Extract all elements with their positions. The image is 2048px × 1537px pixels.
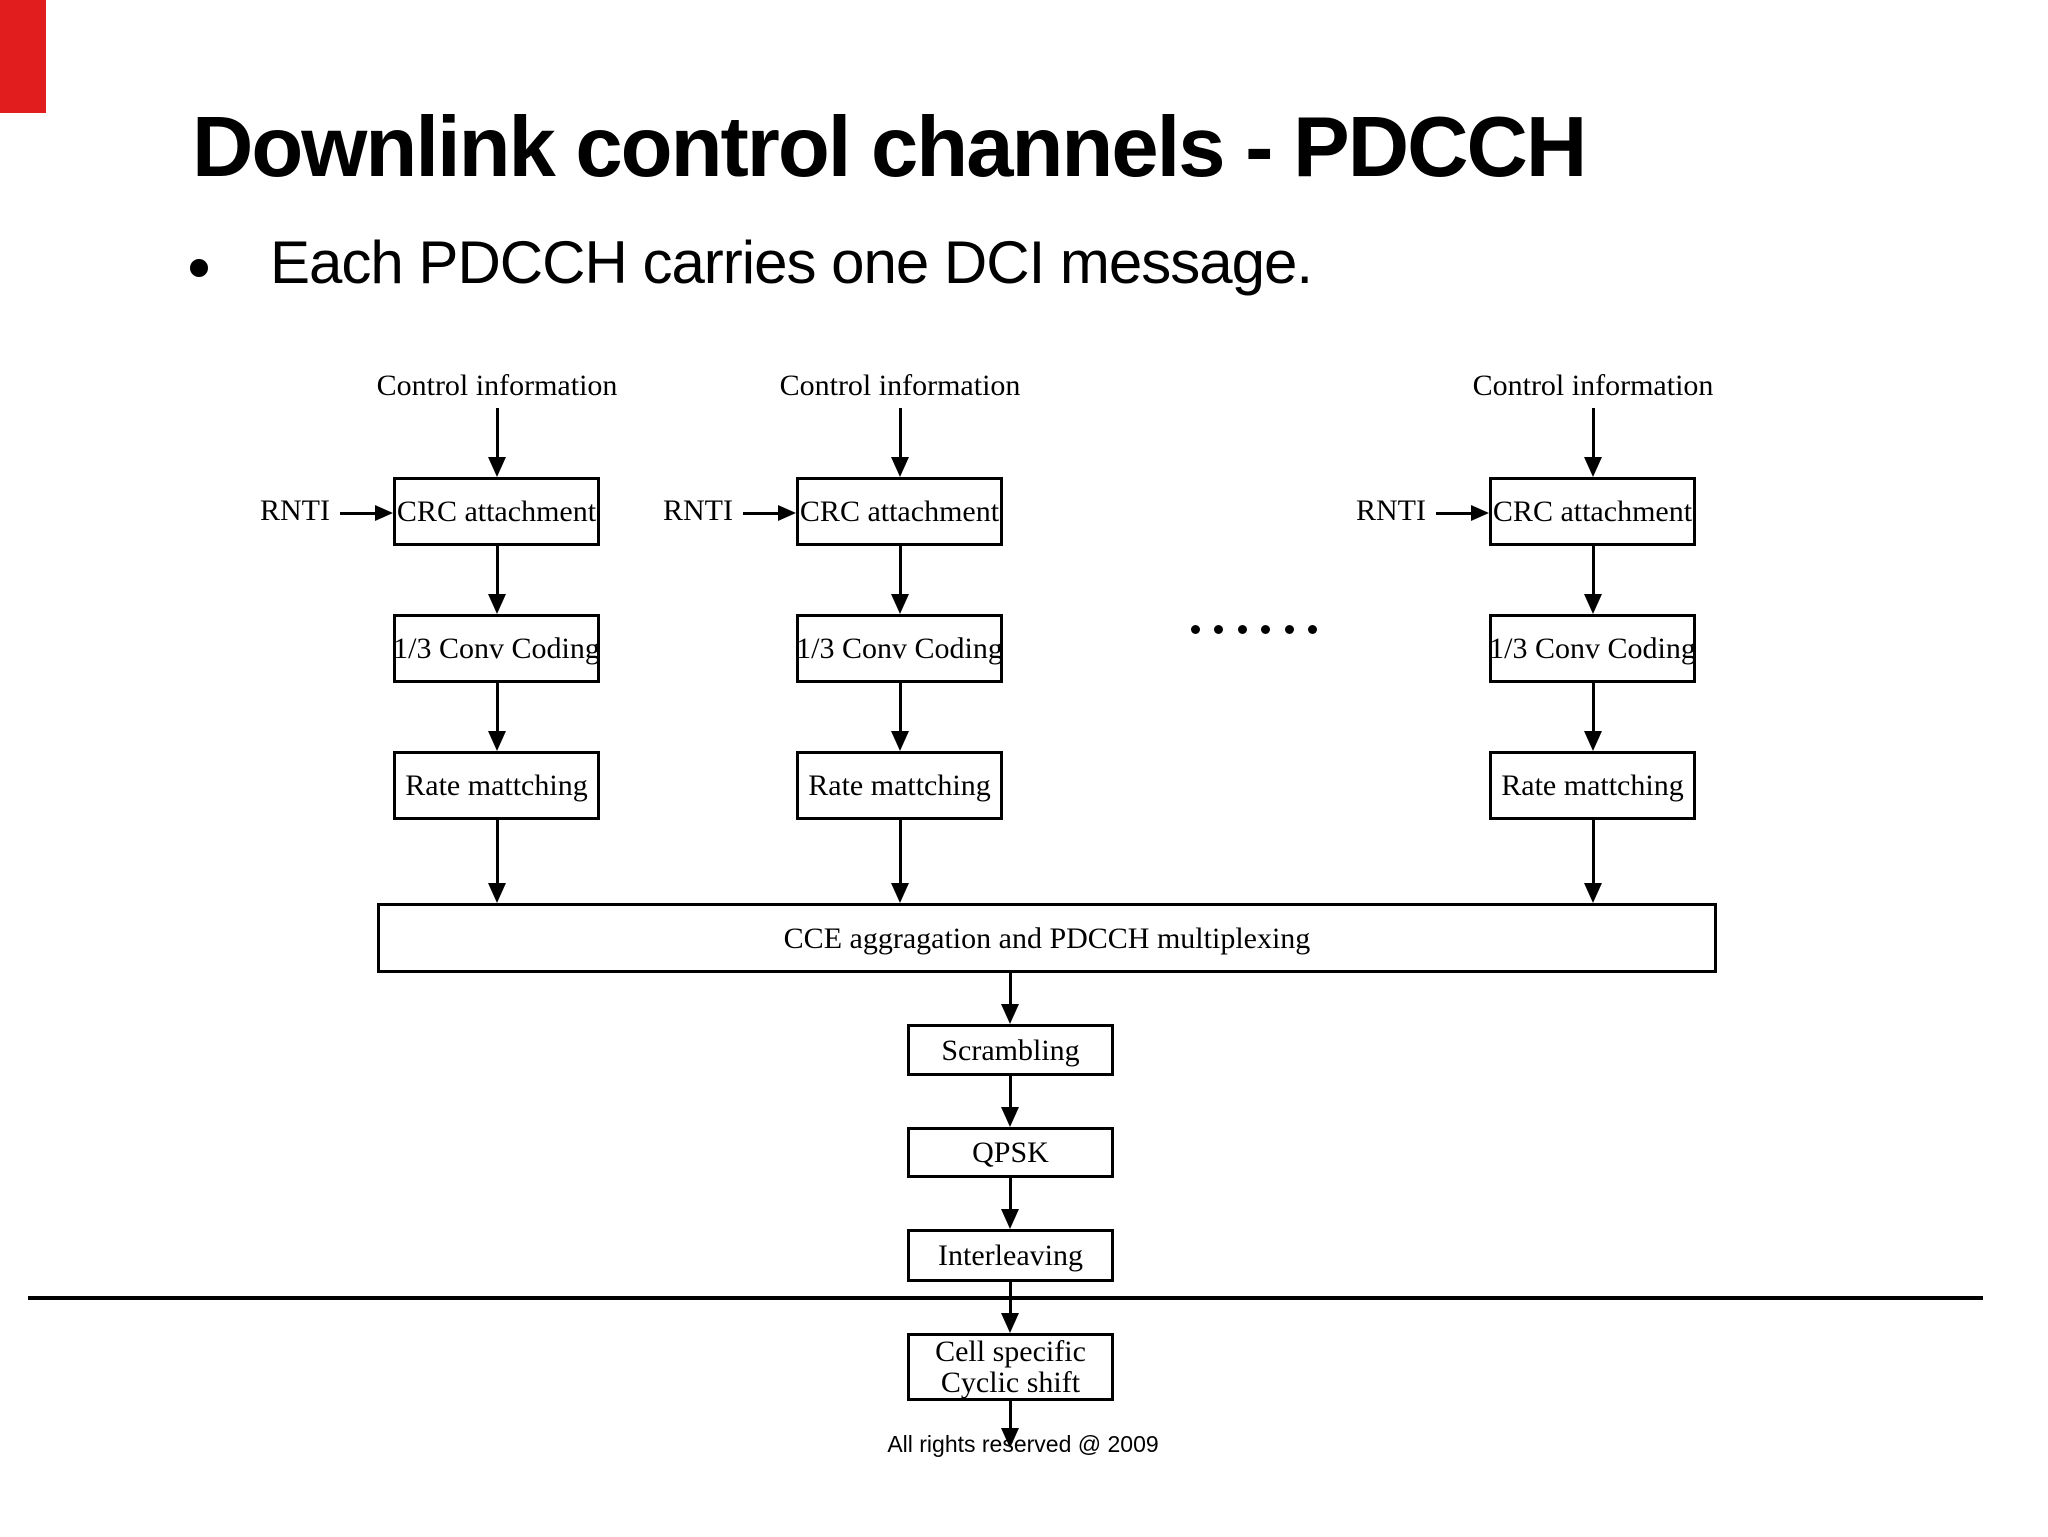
qpsk-box: QPSK (907, 1127, 1114, 1178)
bullet-marker (190, 259, 208, 277)
ellipsis-dot (1237, 625, 1247, 634)
conv-coding-box: 1/3 Conv Coding (796, 614, 1003, 683)
scrambling-box: Scrambling (907, 1024, 1114, 1076)
separator-line (28, 1296, 1983, 1300)
flow-arrow-head (1001, 1428, 1019, 1448)
control-information-label: Control information (779, 369, 1021, 402)
flow-arrow-head (488, 883, 506, 903)
flow-arrow-line (1008, 1401, 1012, 1430)
flow-arrow-line (1008, 973, 1012, 1006)
ellipsis-dot (1261, 625, 1271, 634)
flow-arrow-head (488, 594, 506, 614)
flow-arrow-line (495, 819, 499, 885)
rnti-label: RNTI (1356, 494, 1426, 527)
cyclic-shift-line1: Cell specific (935, 1335, 1086, 1368)
flow-arrow-head (1584, 883, 1602, 903)
cyclic-shift-line2: Cyclic shift (940, 1366, 1081, 1399)
flow-arrow-line (1591, 819, 1595, 885)
rnti-arrow-line (743, 511, 780, 515)
flow-arrow-line (898, 819, 902, 885)
ellipsis-dot (1191, 625, 1200, 634)
ellipsis-dot (1284, 625, 1294, 634)
flow-arrow-head (891, 883, 909, 903)
crc-attachment-box: CRC attachment (393, 477, 600, 546)
flow-arrow-line (495, 408, 499, 459)
conv-coding-box: 1/3 Conv Coding (1489, 614, 1696, 683)
rate-matching-box: Rate mattching (1489, 751, 1696, 820)
flow-arrow-head (1001, 1107, 1019, 1127)
cyclic-shift-box: Cell specific Cyclic shift (907, 1333, 1114, 1401)
flow-arrow-line (898, 683, 902, 733)
flow-arrow-line (495, 546, 499, 596)
flow-arrow-head (1001, 1313, 1019, 1333)
flow-arrow-head (891, 457, 909, 477)
page-title: Downlink control channels - PDCCH (192, 100, 1587, 195)
flow-arrow-head (1584, 731, 1602, 751)
flow-arrow-line (1591, 546, 1595, 596)
conv-coding-box: 1/3 Conv Coding (393, 614, 600, 683)
flow-arrow-line (1591, 408, 1595, 459)
red-accent-bar (0, 0, 46, 113)
flow-arrow-head (891, 731, 909, 751)
rnti-arrow-head (778, 505, 796, 521)
rnti-label: RNTI (260, 494, 330, 527)
flow-arrow-head (488, 731, 506, 751)
ellipsis-dot (1308, 625, 1317, 634)
crc-attachment-box: CRC attachment (796, 477, 1003, 546)
bullet-text: Each PDCCH carries one DCI message. (270, 229, 1313, 296)
interleaving-box: Interleaving (907, 1229, 1114, 1282)
flow-arrow-line (898, 546, 902, 596)
cce-aggregation-box: CCE aggragation and PDCCH multiplexing (377, 903, 1717, 973)
flow-arrow-line (1008, 1178, 1012, 1211)
control-information-label: Control information (376, 369, 618, 402)
flow-arrow-head (1001, 1004, 1019, 1024)
ellipsis-dot (1214, 625, 1224, 634)
flow-arrow-head (891, 594, 909, 614)
control-information-label: Control information (1472, 369, 1714, 402)
crc-attachment-box: CRC attachment (1489, 477, 1696, 546)
flow-arrow-head (488, 457, 506, 477)
rnti-arrow-line (340, 511, 377, 515)
flow-arrow-line (898, 408, 902, 459)
rnti-label: RNTI (663, 494, 733, 527)
flow-arrow-head (1584, 594, 1602, 614)
rnti-arrow-line (1436, 511, 1473, 515)
copyright-text: All rights reserved @ 2009 (887, 1431, 1159, 1457)
rnti-arrow-head (1471, 505, 1489, 521)
flow-arrow-line (1591, 683, 1595, 733)
flow-arrow-line (495, 683, 499, 733)
flow-arrow-head (1584, 457, 1602, 477)
flow-arrow-head (1001, 1209, 1019, 1229)
rate-matching-box: Rate mattching (393, 751, 600, 820)
flow-arrow-line (1008, 1076, 1012, 1109)
rate-matching-box: Rate mattching (796, 751, 1003, 820)
rnti-arrow-head (375, 505, 393, 521)
